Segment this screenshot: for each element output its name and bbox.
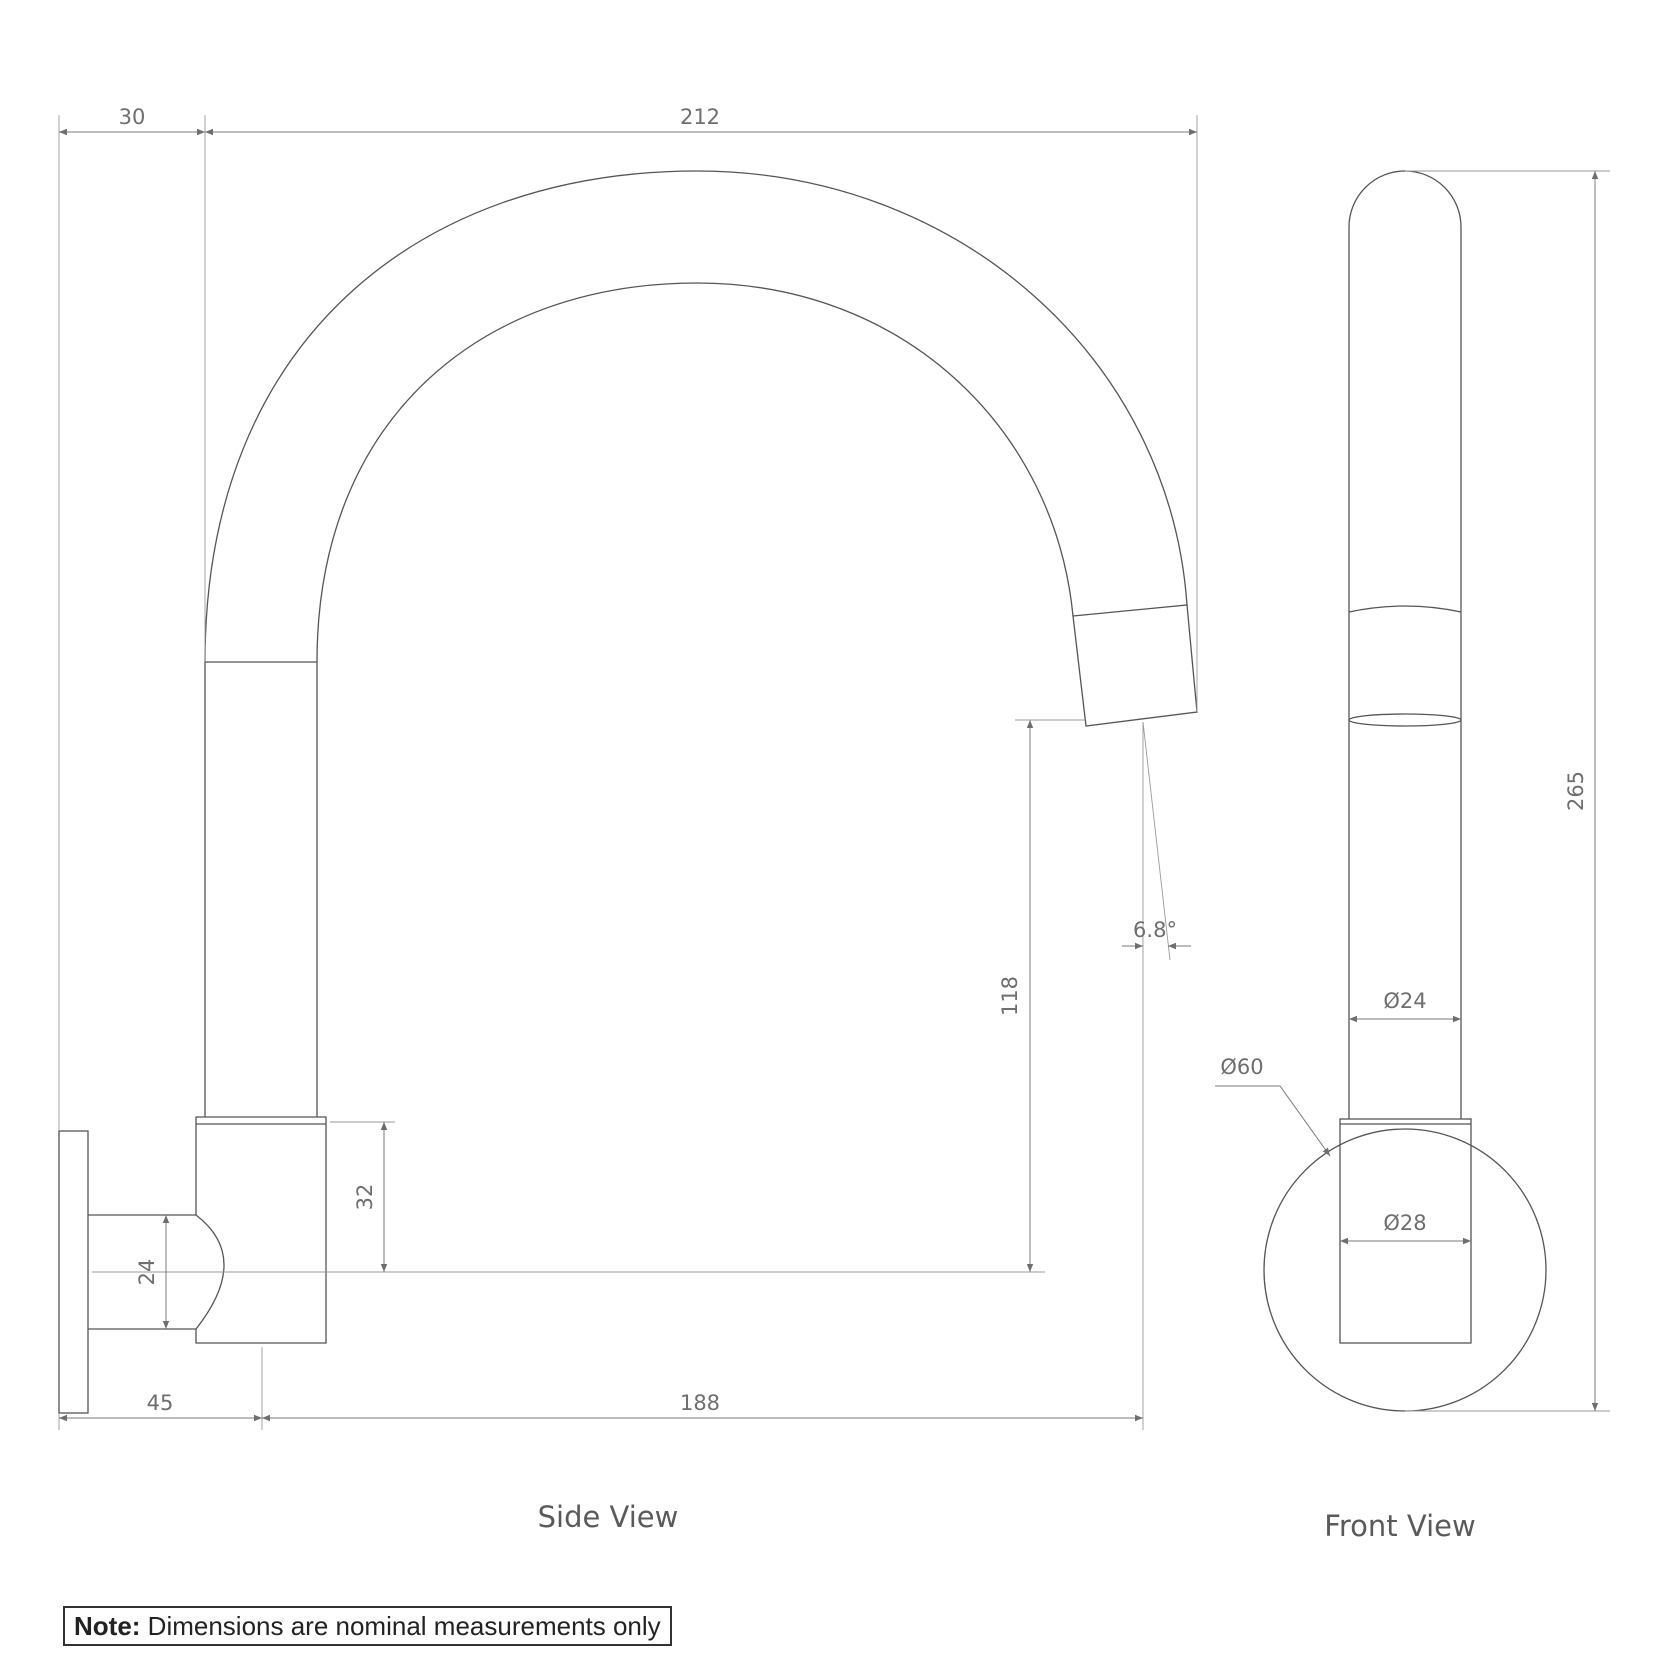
dim-dia60: Ø60	[1220, 1055, 1263, 1079]
dim-angle: 6.8°	[1133, 918, 1177, 942]
note-box: Note: Dimensions are nominal measurement…	[63, 1606, 672, 1646]
dim-265: 265	[1564, 771, 1588, 811]
gooseneck-inner	[316, 282, 1074, 663]
front-view-label: Front View	[1324, 1509, 1475, 1543]
wall-plate	[58, 1130, 89, 1414]
dim-dia28: Ø28	[1383, 1211, 1426, 1235]
spout-end	[1072, 604, 1198, 727]
spout-body	[195, 1116, 327, 1344]
dim-30: 30	[119, 105, 146, 129]
note-text: Dimensions are nominal measurements only	[140, 1611, 661, 1641]
note-label: Note:	[74, 1611, 141, 1641]
dim-212: 212	[680, 105, 720, 129]
front-view-drawing: 265 Ø24 Ø28 Ø60 Front View	[1215, 170, 1610, 1543]
gooseneck-outer	[204, 170, 1188, 663]
inlet-pipe	[88, 1214, 225, 1330]
dim-24: 24	[135, 1259, 159, 1286]
dim-118: 118	[998, 976, 1022, 1016]
dim-dia24: Ø24	[1383, 989, 1426, 1013]
front-tube	[1348, 170, 1462, 1119]
front-body	[1339, 1118, 1472, 1344]
side-view-drawing: 30 212 118 32 24 6.8° 45 188 Side View	[58, 105, 1198, 1534]
dim-45: 45	[147, 1391, 174, 1415]
side-view-label: Side View	[538, 1500, 679, 1534]
dim-188: 188	[680, 1391, 720, 1415]
dim-32: 32	[353, 1184, 377, 1211]
flange-circle	[1263, 1128, 1547, 1412]
